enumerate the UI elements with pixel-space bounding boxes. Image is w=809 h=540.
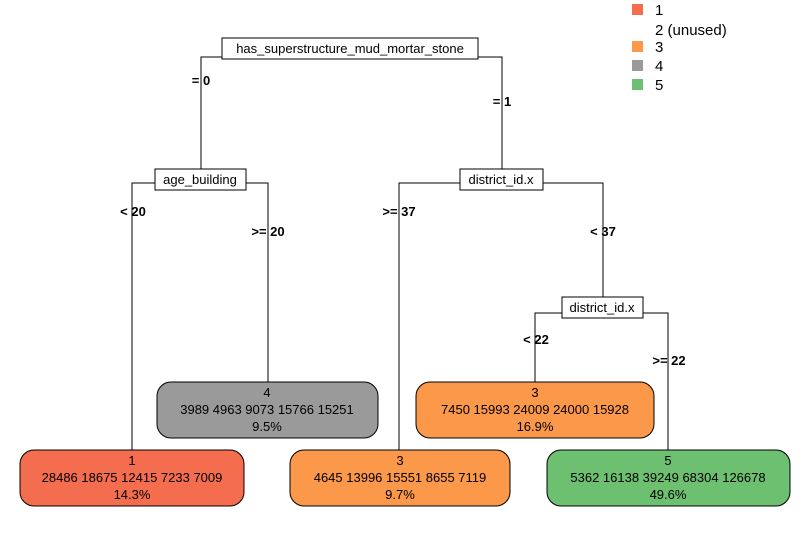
legend-label-3: 3 <box>655 39 663 56</box>
split-node-age: age_building <box>154 168 247 191</box>
leaf-class: 4 <box>263 385 270 400</box>
branch-age-left <box>131 182 155 450</box>
edge-label-age-left: < 20 <box>120 204 146 219</box>
legend-label-5: 5 <box>655 77 663 94</box>
branch-root-right <box>478 56 503 169</box>
split-label-age: age_building <box>163 172 237 187</box>
leaf-node-3a: 3 4645 13996 15551 8655 7119 9.7% <box>289 449 511 507</box>
leaf-class: 3 <box>531 385 538 400</box>
leaf-counts: 7450 15993 24009 24000 15928 <box>441 402 629 417</box>
edge-label-d1-left: >= 37 <box>382 204 415 219</box>
split-node-district2: district_id.x <box>561 296 644 319</box>
tree-branches <box>131 56 669 450</box>
branch-d1-right <box>543 182 604 297</box>
legend-label-1: 1 <box>655 2 663 19</box>
split-label-district1: district_id.x <box>468 172 534 187</box>
leaf-node-1: 1 28486 18675 12415 7233 7009 14.3% <box>19 449 245 507</box>
leaf-class: 3 <box>396 453 403 468</box>
leaf-counts: 3989 4963 9073 15766 15251 <box>180 402 354 417</box>
split-node-district1: district_id.x <box>459 168 544 191</box>
leaf-percent: 14.3% <box>114 487 151 502</box>
leaf-node-3b: 3 7450 15993 24009 24000 15928 16.9% <box>415 381 655 439</box>
legend-swatch-1 <box>632 4 643 15</box>
legend-label-4: 4 <box>655 58 663 75</box>
leaf-class: 1 <box>128 453 135 468</box>
edge-label-d1-right: < 37 <box>590 224 616 239</box>
leaf-counts: 28486 18675 12415 7233 7009 <box>42 470 223 485</box>
legend: 1 2 (unused) 3 4 5 <box>632 2 727 94</box>
leaf-percent: 9.5% <box>252 419 282 434</box>
leaf-counts: 5362 16138 39249 68304 126678 <box>570 470 765 485</box>
leaf-percent: 16.9% <box>517 419 554 434</box>
branch-age-right <box>246 182 269 382</box>
branch-root-left <box>200 56 222 169</box>
leaf-class: 5 <box>664 453 671 468</box>
leaf-percent: 49.6% <box>650 487 687 502</box>
edge-label-root-right: = 1 <box>493 94 511 109</box>
edge-label-d2-right: >= 22 <box>652 353 685 368</box>
legend-swatch-4 <box>632 60 643 71</box>
legend-swatch-3 <box>632 41 643 52</box>
leaf-counts: 4645 13996 15551 8655 7119 <box>314 470 487 485</box>
edge-label-d2-left: < 22 <box>523 332 549 347</box>
split-label-district2: district_id.x <box>569 300 635 315</box>
legend-label-2: 2 (unused) <box>655 22 727 39</box>
split-label-root: has_superstructure_mud_mortar_stone <box>236 41 464 56</box>
split-node-root: has_superstructure_mud_mortar_stone <box>221 37 479 60</box>
leaf-percent: 9.7% <box>385 487 415 502</box>
edge-label-age-right: >= 20 <box>251 224 284 239</box>
branch-d1-left <box>398 182 460 450</box>
legend-swatch-5 <box>632 79 643 90</box>
edge-label-root-left: = 0 <box>192 73 210 88</box>
branch-d2-left <box>534 312 562 382</box>
leaf-node-4: 4 3989 4963 9073 15766 15251 9.5% <box>156 381 379 439</box>
branch-d2-right <box>643 312 669 450</box>
edge-labels: = 0 = 1 < 20 >= 20 >= 37 < 37 < 22 >= 22 <box>120 73 685 368</box>
leaf-node-5: 5 5362 16138 39249 68304 126678 49.6% <box>546 449 791 507</box>
